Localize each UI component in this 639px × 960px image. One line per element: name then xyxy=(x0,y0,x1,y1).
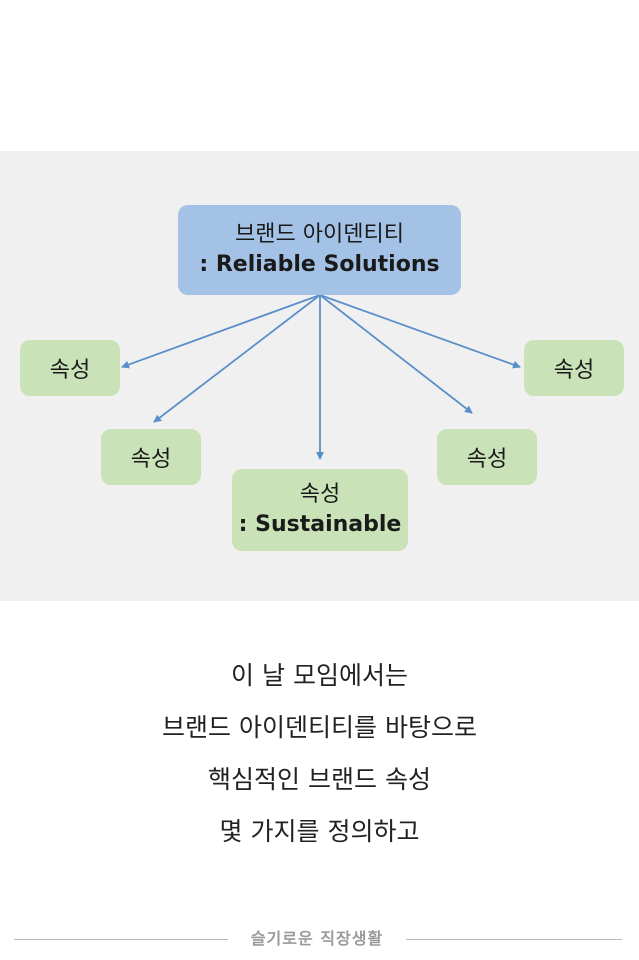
attribute-node: 속성 xyxy=(524,340,624,396)
attribute-value: : Sustainable xyxy=(238,512,402,537)
diagram-panel: 브랜드 아이덴티티 : Reliable Solutions 속성 속성 속성 … xyxy=(0,151,639,601)
attribute-node: 속성 xyxy=(101,429,201,485)
arrow-to-attribute-5 xyxy=(319,294,521,369)
arrow-to-attribute-2 xyxy=(153,294,321,423)
caption-text: 이 날 모임에서는 브랜드 아이덴티티를 바탕으로 핵심적인 브랜드 속성 몇 … xyxy=(0,650,639,858)
connector-arrows xyxy=(121,294,521,460)
caption-line: 이 날 모임에서는 xyxy=(231,661,408,690)
arrow-to-attribute-4 xyxy=(319,294,473,414)
brand-identity-node: 브랜드 아이덴티티 : Reliable Solutions xyxy=(178,205,461,295)
attribute-label: 속성 xyxy=(130,447,172,472)
caption-line: 몇 가지를 정의하고 xyxy=(219,817,420,846)
footer-divider-right xyxy=(406,939,622,940)
attribute-node: 속성 xyxy=(20,340,120,396)
footer-brand: 슬기로운 직장생활 xyxy=(250,929,384,948)
caption-line: 브랜드 아이덴티티를 바탕으로 xyxy=(162,713,477,742)
attribute-label: 속성 xyxy=(553,358,595,383)
brand-identity-title: 브랜드 아이덴티티 xyxy=(235,222,404,247)
attribute-label: 속성 xyxy=(466,447,508,472)
footer-divider-left xyxy=(14,939,228,940)
arrow-to-attribute-1 xyxy=(121,294,321,369)
attribute-label: 속성 xyxy=(49,358,91,383)
attribute-node-sustainable: 속성 : Sustainable xyxy=(232,469,408,551)
caption-line: 핵심적인 브랜드 속성 xyxy=(208,765,431,794)
attribute-label: 속성 xyxy=(299,482,341,507)
brand-identity-value: : Reliable Solutions xyxy=(199,252,440,277)
footer: 슬기로운 직장생활 xyxy=(0,922,639,956)
attribute-node: 속성 xyxy=(437,429,537,485)
